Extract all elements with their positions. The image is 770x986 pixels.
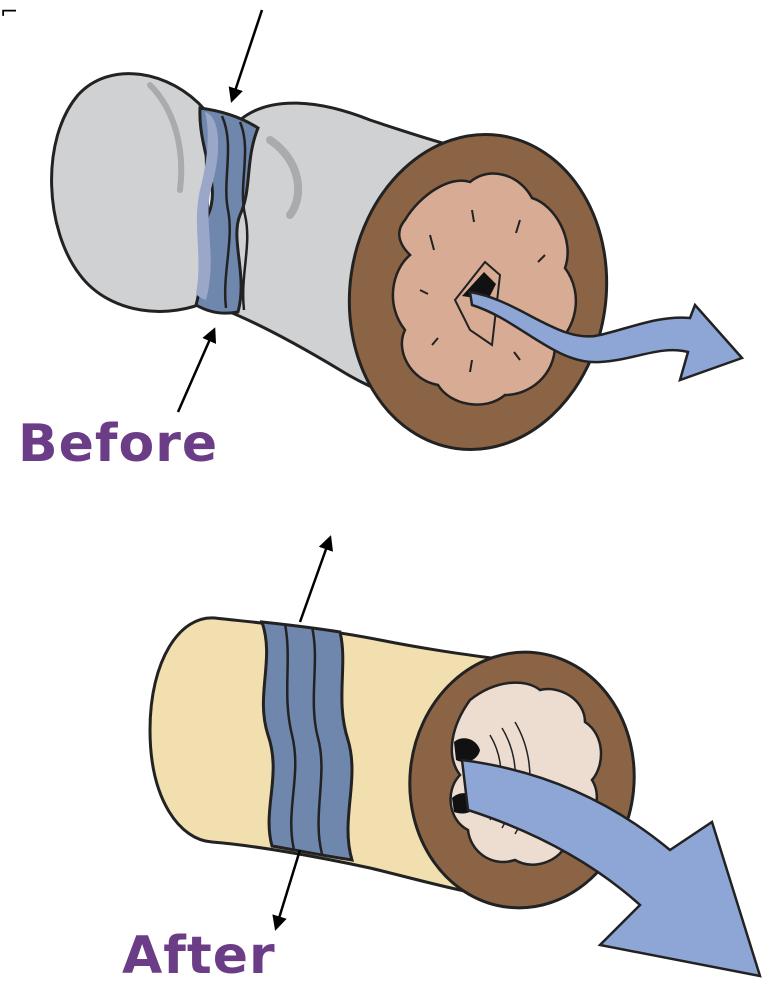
after-band xyxy=(262,622,352,860)
arrow-down-icon xyxy=(232,10,262,100)
arrow-down-icon xyxy=(276,850,300,928)
label-before: Before xyxy=(18,414,218,474)
before-vessel xyxy=(52,10,742,466)
label-after: After xyxy=(122,926,276,986)
after-vessel xyxy=(150,538,760,976)
arrow-up-icon xyxy=(178,330,214,412)
arrow-up-icon xyxy=(300,538,330,622)
before-vessel-left-bulb xyxy=(52,74,210,312)
